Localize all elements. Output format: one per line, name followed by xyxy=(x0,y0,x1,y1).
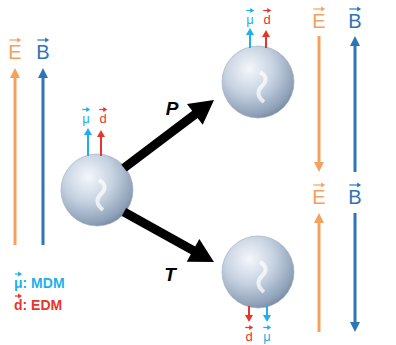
particle-sphere xyxy=(222,236,294,308)
sphere-highlight xyxy=(258,262,265,292)
mdm-arrow xyxy=(87,134,89,156)
b-field-arrow xyxy=(354,213,357,323)
moment-label: d xyxy=(245,330,252,343)
mdm-arrow xyxy=(249,34,251,48)
edm-arrow xyxy=(265,36,267,48)
edm-arrow-head xyxy=(245,315,253,322)
operator-label: T xyxy=(164,265,176,284)
parity-arrow-head xyxy=(187,100,214,125)
sphere-highlight xyxy=(258,72,265,102)
b-field-arrow-head xyxy=(38,68,48,78)
b-field-arrow-head xyxy=(350,322,360,332)
moment-label: μ xyxy=(263,330,271,343)
moment-label: μ xyxy=(82,112,90,125)
field-label: B xyxy=(36,42,49,62)
legend-text: μ: MDM xyxy=(14,276,65,290)
field-label: B xyxy=(348,11,361,31)
parity-arrow xyxy=(124,114,196,168)
mdm-arrow-head xyxy=(263,315,271,322)
time-reversal-arrow xyxy=(124,212,194,251)
time-reversal-arrow-head xyxy=(187,239,214,262)
sphere-highlight xyxy=(97,180,104,210)
field-label: E xyxy=(8,42,21,62)
operator-label: P xyxy=(166,99,179,118)
b-field-arrow xyxy=(42,77,45,245)
edm-arrow xyxy=(100,136,102,156)
b-field-arrow-head xyxy=(350,36,360,46)
e-field-arrow-head xyxy=(314,162,324,172)
e-field-arrow xyxy=(318,222,321,332)
moment-label: d xyxy=(263,13,270,26)
mdm-arrow xyxy=(266,306,268,316)
field-label: E xyxy=(312,187,325,207)
mdm-arrow-head xyxy=(84,128,92,135)
edm-arrow-head xyxy=(262,30,270,37)
e-field-arrow xyxy=(14,77,17,245)
edm-arrow-head xyxy=(97,130,105,137)
legend-text: d: EDM xyxy=(14,298,62,312)
e-field-arrow-head xyxy=(10,68,20,78)
e-field-arrow xyxy=(318,36,321,163)
b-field-arrow xyxy=(354,45,357,172)
particle-sphere xyxy=(222,46,294,118)
field-label: E xyxy=(312,11,325,31)
e-field-arrow-head xyxy=(314,213,324,223)
field-label: B xyxy=(348,187,361,207)
mdm-arrow-head xyxy=(246,28,254,35)
moment-label: d xyxy=(99,112,106,125)
edm-arrow xyxy=(248,306,250,316)
moment-label: μ xyxy=(246,13,254,26)
